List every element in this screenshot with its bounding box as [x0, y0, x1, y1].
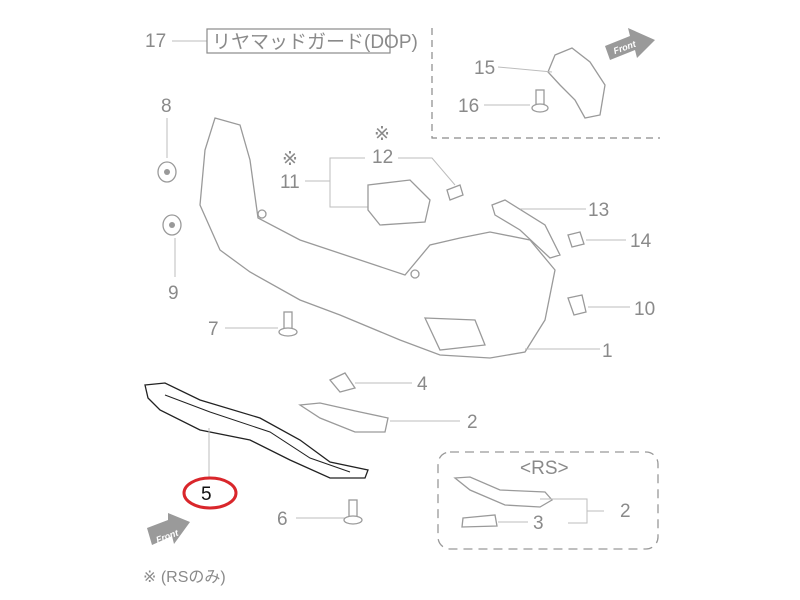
callout-14[interactable]: 14 — [630, 231, 652, 252]
part-9-clip[interactable] — [162, 214, 182, 236]
callout-5[interactable]: 5 — [201, 484, 212, 505]
dop-region-border — [431, 28, 660, 139]
rs-title: <RS> — [520, 458, 569, 479]
footnote: ※ (RSのみ) — [143, 569, 226, 586]
callout-8[interactable]: 8 — [161, 96, 172, 117]
part-4-screw[interactable] — [328, 372, 357, 393]
front-arrow-icon: Front — [147, 513, 190, 545]
callout-9[interactable]: 9 — [168, 283, 179, 304]
callout-11-mark: ※ — [282, 149, 298, 170]
callout-16[interactable]: 16 — [458, 96, 479, 117]
callout-6[interactable]: 6 — [277, 509, 288, 530]
callout-4[interactable]: 4 — [417, 374, 428, 395]
rs-part-2-reflector[interactable] — [453, 476, 554, 508]
callout-13[interactable]: 13 — [588, 200, 609, 221]
rs-part-3-garnish[interactable] — [461, 514, 498, 528]
part-15-bracket[interactable] — [547, 47, 606, 119]
part-17-box — [206, 28, 391, 54]
callout-15[interactable]: 15 — [474, 58, 495, 79]
part-12-screw[interactable] — [446, 184, 464, 201]
part-7-clip[interactable] — [278, 311, 298, 337]
callout-12-mark: ※ — [374, 124, 390, 145]
callout-rs-2[interactable]: 2 — [620, 501, 631, 522]
callout-11[interactable]: 11 — [280, 172, 300, 193]
callout-1[interactable]: 1 — [602, 341, 613, 362]
part-1-rear-bumper[interactable] — [199, 117, 556, 359]
part-5-rear-diffuser[interactable] — [144, 382, 369, 479]
part-6-clip[interactable] — [343, 499, 363, 525]
callout-17[interactable]: 17 — [145, 31, 166, 52]
part-2-reflector[interactable] — [298, 402, 389, 433]
part-14-screw[interactable] — [567, 231, 585, 248]
part-17-name[interactable]: リヤマッドガード(DOP) — [212, 31, 418, 53]
callout-2[interactable]: 2 — [467, 412, 478, 433]
part-10-screw[interactable] — [567, 294, 587, 316]
callout-12[interactable]: 12 — [372, 147, 393, 168]
callout-rs-3[interactable]: 3 — [533, 513, 544, 534]
highlight-circle — [182, 476, 238, 510]
part-11-bracket[interactable] — [367, 179, 431, 226]
part-8-clip[interactable] — [157, 161, 177, 183]
callout-10[interactable]: 10 — [634, 299, 655, 320]
callout-7[interactable]: 7 — [208, 319, 219, 340]
rs-region-border — [437, 451, 659, 550]
part-13-bracket[interactable] — [491, 199, 561, 259]
front-arrow-icon: Front — [605, 28, 655, 60]
part-16-screw[interactable] — [531, 89, 549, 113]
